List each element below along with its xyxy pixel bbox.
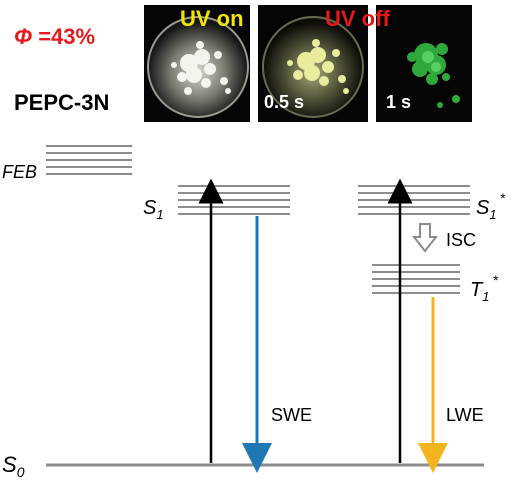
quantum-yield: Φ =43%: [14, 24, 95, 50]
time-label-1s: 1 s: [386, 92, 412, 112]
material-name: PEPC-3N: [14, 90, 110, 115]
isc-arrow: [411, 223, 439, 253]
t1-star-label: T1*: [470, 272, 498, 304]
isc-label: ISC: [446, 230, 476, 250]
feb-levels: [46, 145, 132, 175]
s1-star-levels: [358, 185, 470, 215]
photo-uv-off-1s: [376, 5, 472, 122]
s0-label: S0: [2, 452, 25, 480]
phi-symbol: Φ: [14, 24, 33, 49]
photo-uv-off-0-5s: [258, 5, 368, 122]
quantum-yield-value: =43%: [32, 24, 96, 49]
t1-star-levels: [372, 264, 460, 294]
swe-label: SWE: [271, 405, 312, 425]
lwe-label: LWE: [446, 405, 484, 425]
time-label-0-5s: 0.5 s: [264, 92, 305, 112]
s1-star-label: S1*: [476, 190, 506, 222]
feb-label: FEB: [2, 162, 37, 182]
uv-on-label: UV on: [180, 6, 244, 31]
s1-levels: [178, 185, 290, 215]
photo-uv-on: [144, 5, 250, 122]
s1-label: S1: [143, 197, 164, 222]
uv-off-label: UV off: [325, 6, 390, 31]
